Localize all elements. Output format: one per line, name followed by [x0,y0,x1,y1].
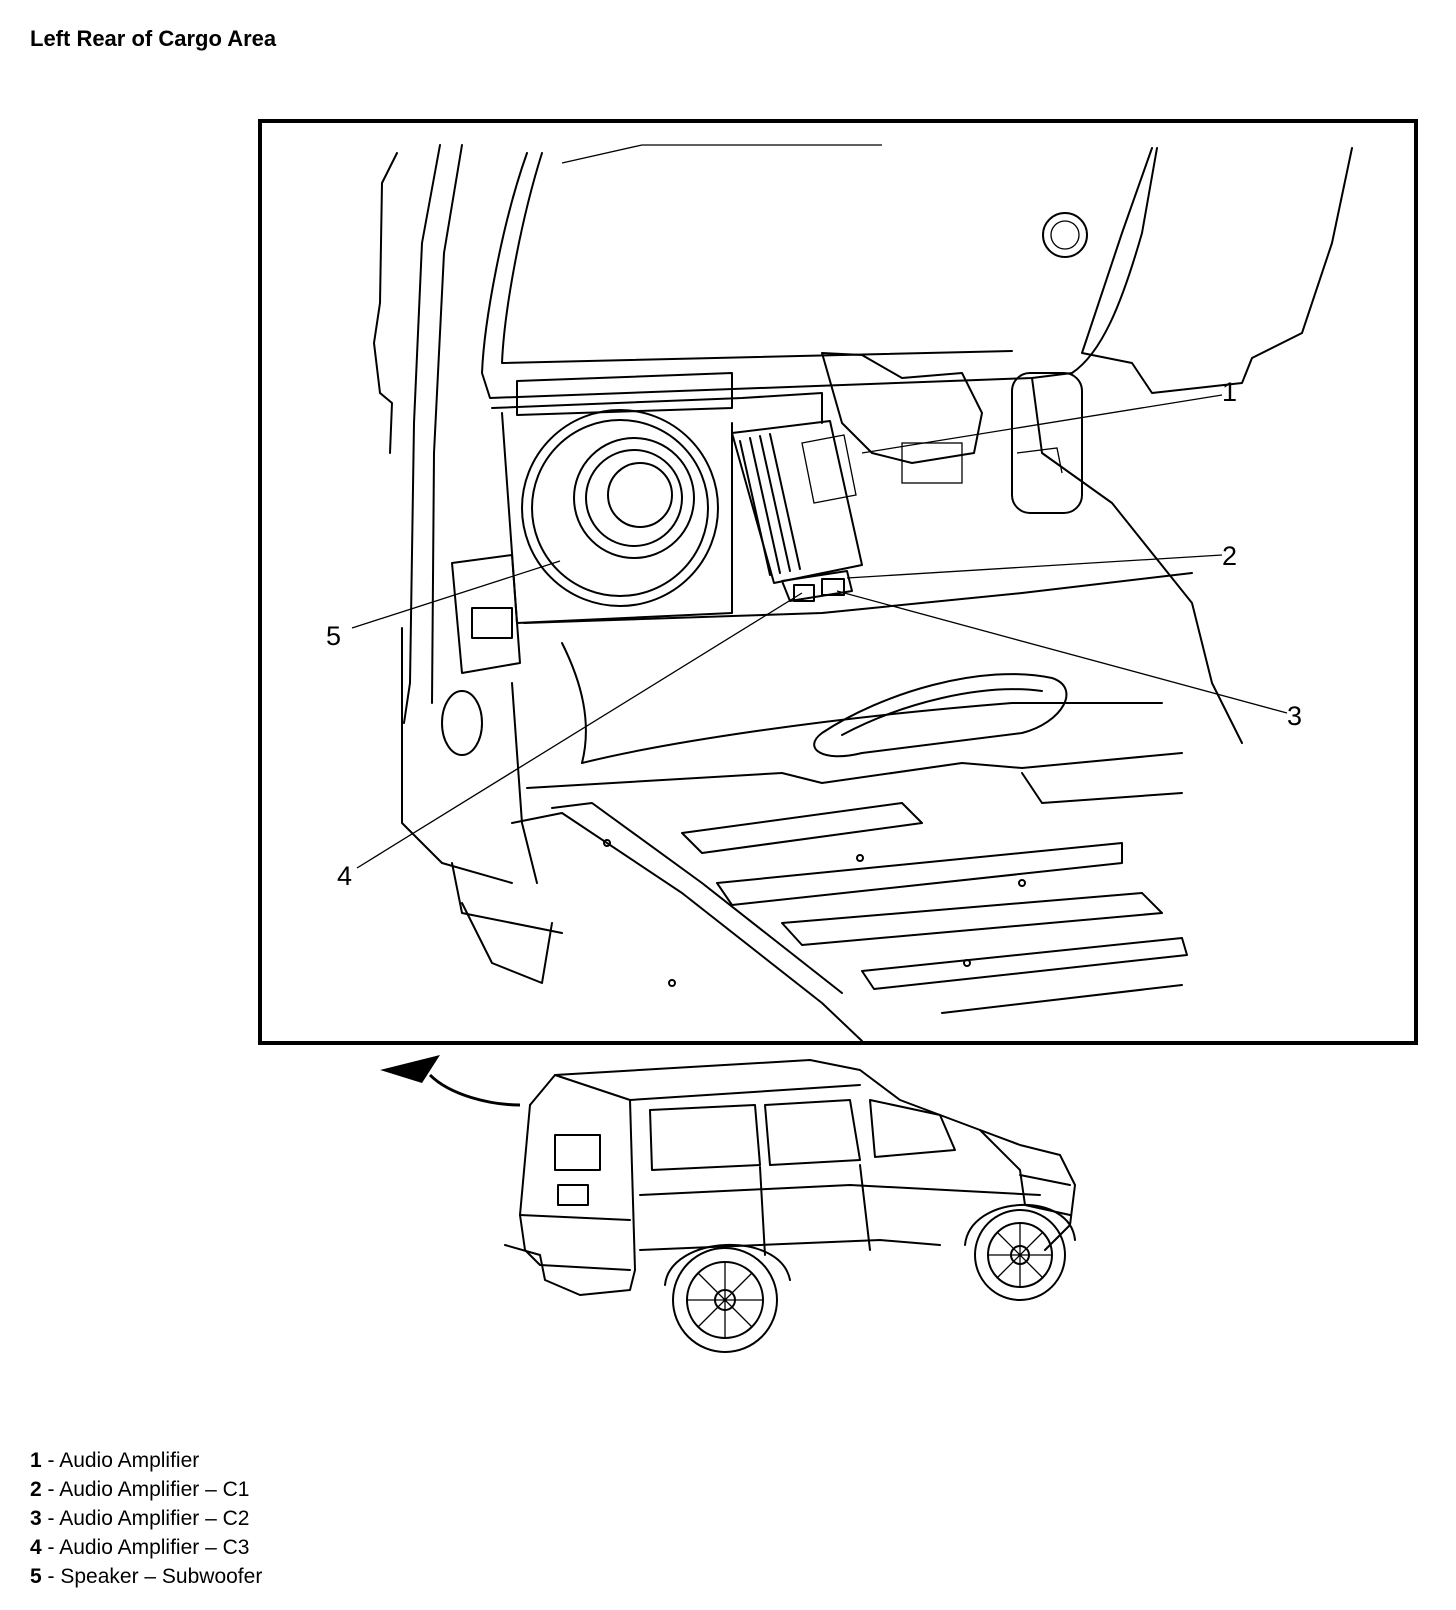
legend-text: - Audio Amplifier – C3 [41,1536,250,1559]
locator-arrow-icon [428,1073,521,1107]
callout-1: 1 [1222,377,1238,407]
legend-text: - Audio Amplifier – C1 [41,1478,250,1501]
legend: 1 - Audio Amplifier 2 - Audio Amplifier … [30,1446,262,1591]
legend-number: 2 [30,1478,42,1501]
page-title: Left Rear of Cargo Area [30,26,277,51]
legend-text: - Audio Amplifier [41,1449,200,1472]
callout-3: 3 [1287,701,1303,731]
legend-text: - Audio Amplifier – C2 [41,1507,250,1530]
legend-item: 3 - Audio Amplifier – C2 [30,1504,262,1533]
callout-5: 5 [326,621,342,651]
legend-item: 1 - Audio Amplifier [30,1446,262,1475]
cargo-area-illustration [351,144,1353,1041]
legend-number: 3 [30,1507,42,1530]
legend-text: - Speaker – Subwoofer [41,1565,263,1588]
detail-view-frame: 1 2 3 4 5 [258,119,1418,1045]
legend-number: 5 [30,1565,42,1588]
callout-2: 2 [1222,541,1238,571]
legend-item: 4 - Audio Amplifier – C3 [30,1533,262,1562]
vehicle-locator-illustration [380,1055,1076,1353]
legend-number: 4 [30,1536,42,1559]
legend-number: 1 [30,1449,42,1472]
legend-item: 2 - Audio Amplifier – C1 [30,1475,262,1504]
callout-4: 4 [337,861,353,891]
legend-item: 5 - Speaker – Subwoofer [30,1562,262,1591]
